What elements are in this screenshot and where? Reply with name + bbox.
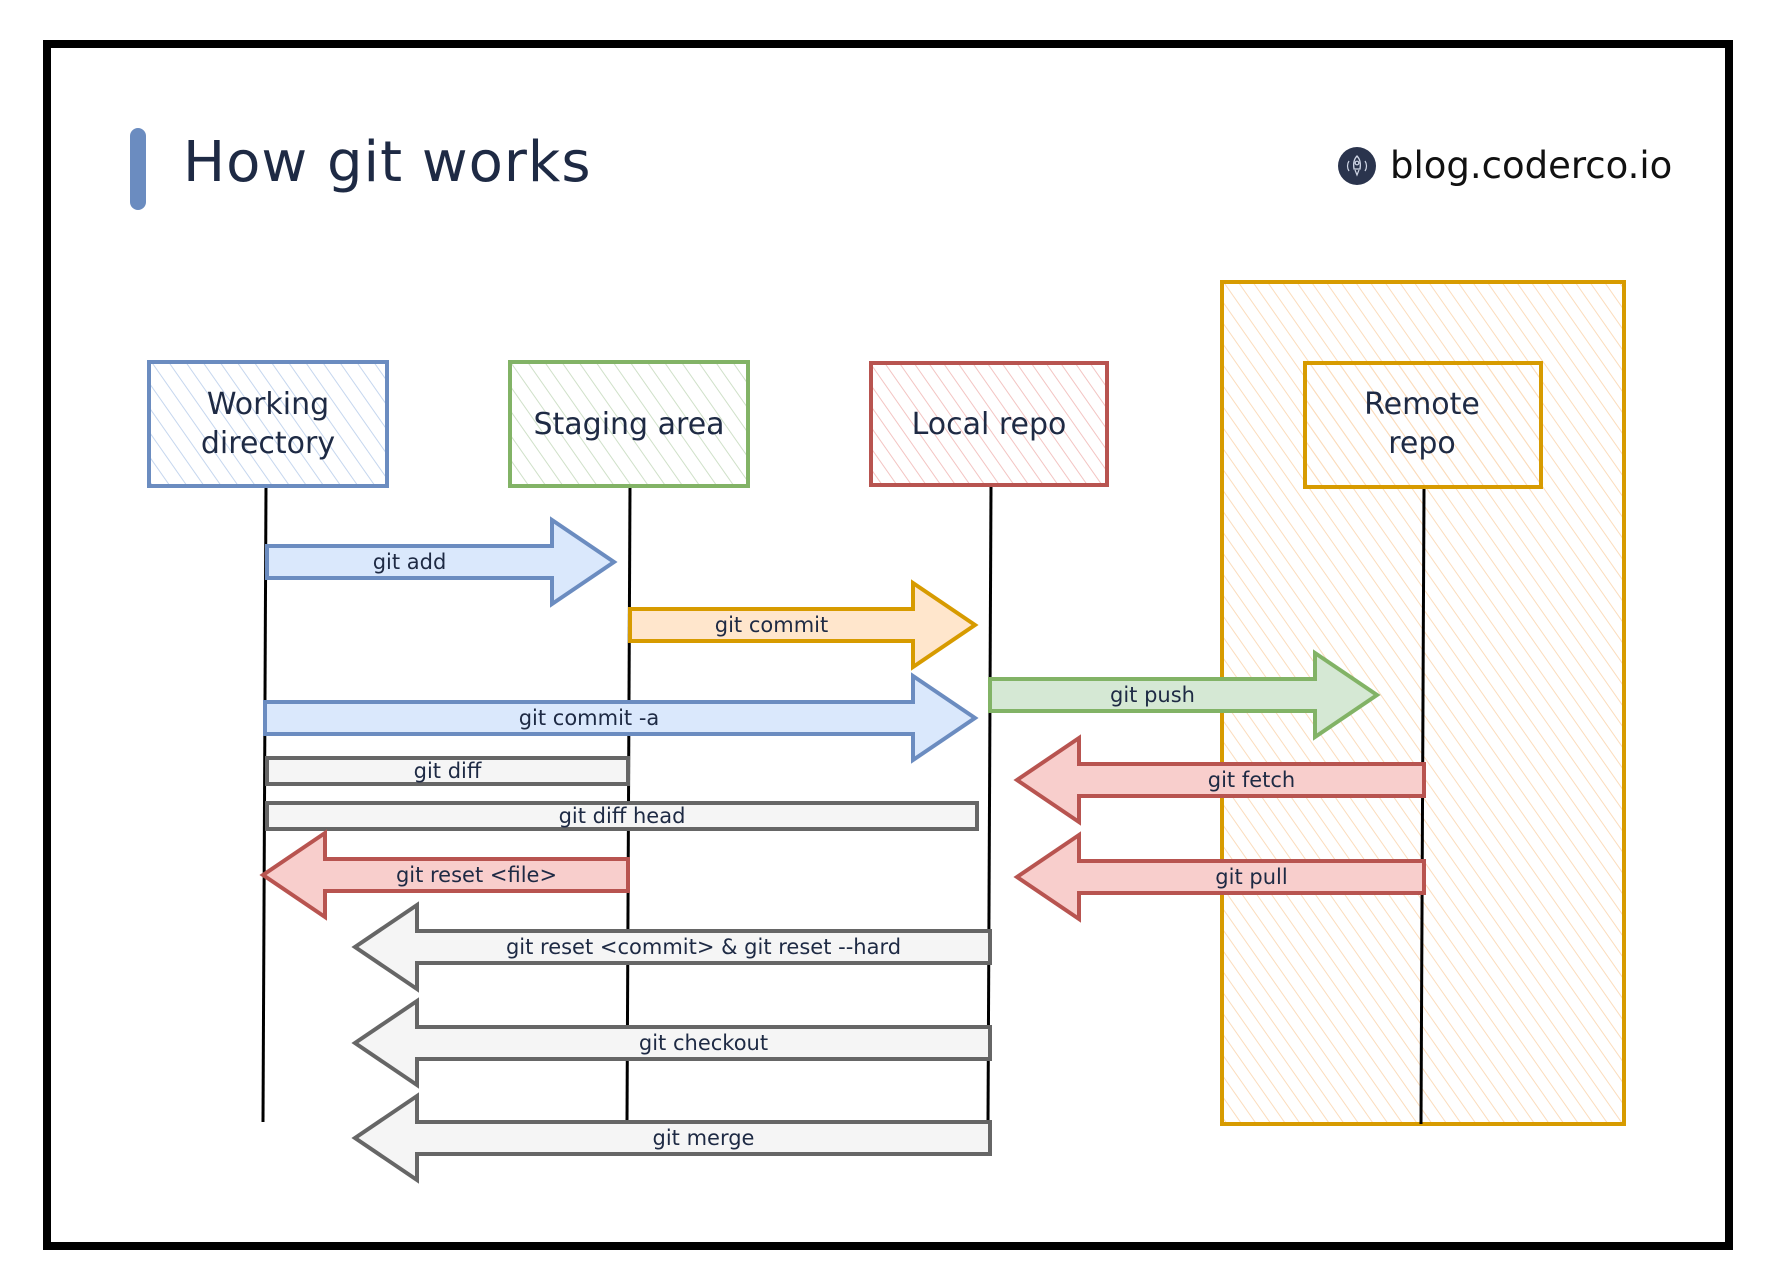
arrow-git-reset-file: git reset <file> (259, 829, 630, 921)
arrow-label: git merge (653, 1126, 755, 1150)
arrow-git-fetch: git fetch (1013, 734, 1426, 826)
arrow-body (263, 672, 979, 764)
arrow-body (1013, 831, 1426, 923)
arrow-label: git pull (1215, 865, 1287, 889)
node-label: Working (207, 387, 329, 422)
arrow-git-merge: git merge (351, 1092, 992, 1184)
node-working-directory: Working directory (147, 360, 389, 488)
lifeline-remote-repo (1419, 487, 1426, 1125)
arrow-label: git push (1110, 683, 1195, 707)
arrow-body (351, 1092, 992, 1184)
arrow-label: git commit -a (519, 706, 660, 730)
node-label: Staging area (533, 407, 724, 442)
arrow-git-commit-a: git commit -a (263, 672, 979, 764)
node-label: repo (1388, 426, 1456, 461)
arrow-label: git commit (715, 613, 828, 637)
arrow-git-diff: git diff (265, 756, 630, 786)
rocket-icon (1338, 146, 1376, 185)
arrow-body (265, 756, 630, 786)
arrow-body (1013, 734, 1426, 826)
title-accent-bar (130, 128, 146, 210)
arrow-body (259, 829, 630, 921)
arrow-label: git checkout (639, 1031, 768, 1055)
arrow-label: git add (373, 550, 447, 574)
arrow-body (265, 516, 618, 608)
arrow-git-checkout: git checkout (351, 997, 992, 1089)
arrow-git-diff-head: git diff head (265, 801, 979, 831)
arrow-body (351, 997, 992, 1089)
arrow-git-reset-commit-git-reset-hard: git reset <commit> & git reset --hard (351, 901, 992, 993)
node-staging-area: Staging area (508, 360, 750, 488)
node-local-repo: Local repo (869, 361, 1109, 487)
arrow-git-add: git add (265, 516, 618, 608)
page-title: How git works (183, 130, 592, 195)
arrow-git-push: git push (988, 649, 1381, 741)
arrow-git-pull: git pull (1013, 831, 1426, 923)
arrow-label: git diff (414, 759, 482, 783)
arrow-label: git fetch (1208, 768, 1295, 792)
brand-logo: blog.coderco.io (1338, 144, 1672, 187)
arrow-body (351, 901, 992, 993)
node-remote-repo: Remote repo (1303, 361, 1543, 489)
lifeline-working-directory (261, 485, 268, 1123)
arrow-label: git diff head (559, 804, 686, 828)
arrow-body (988, 649, 1381, 741)
arrow-label: git reset <commit> & git reset --hard (506, 935, 901, 959)
node-label: Remote (1364, 387, 1480, 422)
arrow-git-commit: git commit (628, 579, 979, 671)
arrows-layer: git add git commit git push git commit -a gi… (259, 516, 1426, 1184)
node-label: Local repo (912, 407, 1067, 442)
arrow-label: git reset <file> (396, 863, 557, 887)
lifeline-local-repo (986, 485, 993, 1123)
arrow-body (628, 579, 979, 671)
brand-url: blog.coderco.io (1390, 144, 1673, 187)
arrow-body (265, 801, 979, 831)
node-label: directory (201, 426, 335, 461)
